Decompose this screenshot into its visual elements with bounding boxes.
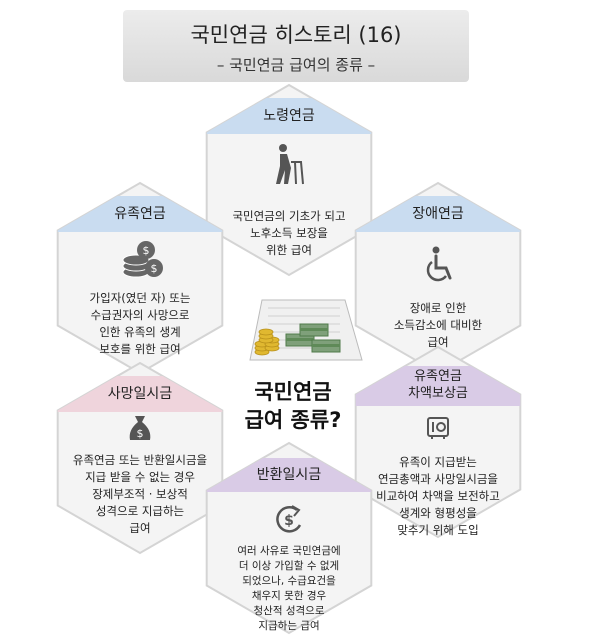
description-line: 노후소득 보장을 xyxy=(250,226,328,240)
description-line: 인한 유족의 생계 xyxy=(99,325,181,339)
description-line: 장애로 인한 xyxy=(409,301,467,315)
center-caption-line2: 급여 종류? xyxy=(244,408,342,432)
description-line: 채우지 못한 경우 xyxy=(251,590,327,602)
safe-icon xyxy=(427,417,449,439)
description-line: 비교하여 차액을 보전하고 xyxy=(376,489,500,503)
description-line: 수급권자의 사망으로 xyxy=(90,308,190,322)
description-line: 여러 사유로 국민연금에 xyxy=(237,545,341,557)
description-line: 급여 xyxy=(129,521,151,535)
hex-label-disability: 장애연금 xyxy=(412,206,464,222)
elderly-walker-icon xyxy=(276,144,304,185)
hex-label-old-age: 노령연금 xyxy=(263,108,315,124)
hex-label-line2: 차액보상금 xyxy=(408,386,468,401)
description-line: 급여 xyxy=(427,335,449,349)
description-line: 보호를 위한 급여 xyxy=(99,342,181,356)
center-caption: 국민연금 급여 종류? xyxy=(218,378,368,434)
page-title: 국민연금 히스토리 (16) xyxy=(190,23,402,47)
description-line: 장제부조적 · 보상적 xyxy=(92,487,188,501)
wheelchair-icon xyxy=(426,246,452,282)
hex-disability xyxy=(354,181,522,375)
svg-text:$: $ xyxy=(284,513,294,529)
page-subtitle: – 국민연금 급여의 종류 – xyxy=(216,56,376,74)
description-line: 국민연금의 기초가 되고 xyxy=(232,209,346,223)
money-illustration xyxy=(249,299,363,361)
center-caption-line1: 국민연금 xyxy=(254,380,332,404)
svg-text:$: $ xyxy=(151,262,158,275)
title-box: 국민연금 히스토리 (16) – 국민연금 급여의 종류 – xyxy=(123,10,469,82)
description-line: 지급하는 급여 xyxy=(258,620,320,632)
description-line: 생계와 형평성을 xyxy=(399,506,477,520)
coin-stack-icon: $$ xyxy=(122,241,163,278)
hex-label-survivor: 유족연금 xyxy=(114,206,166,222)
refund-dollar-icon: $ xyxy=(276,505,302,533)
description-line: 성격으로 지급하는 xyxy=(95,504,185,518)
svg-text:$: $ xyxy=(143,244,150,257)
description-line: 더 이상 가입할 수 없게 xyxy=(238,560,340,572)
description-line: 되었으나, 수급요건을 xyxy=(242,575,336,587)
description-line: 청산적 성격으로 xyxy=(253,605,325,617)
description-line: 맞추기 위해 도입 xyxy=(397,523,479,537)
description-line: 지급 받을 수 없는 경우 xyxy=(85,470,195,484)
hex-label-line1: 유족연금 xyxy=(414,369,462,384)
description-line: 위한 급여 xyxy=(266,243,312,257)
description-line: 소득감소에 대비한 xyxy=(393,318,483,332)
description-line: 연금총액과 사망일시금을 xyxy=(377,472,499,486)
hex-label-refund: 반환일시금 xyxy=(256,467,322,483)
description-line: 유족이 지급받는 xyxy=(399,455,477,469)
money-bag-icon: $ xyxy=(129,416,151,440)
description-line: 가입자(였던 자) 또는 xyxy=(89,291,191,305)
svg-text:$: $ xyxy=(137,427,144,440)
hex-label-death-lump: 사망일시금 xyxy=(107,386,173,402)
hex-refund: $ xyxy=(205,441,373,635)
description-line: 유족연금 또는 반환일시금을 xyxy=(72,453,208,467)
